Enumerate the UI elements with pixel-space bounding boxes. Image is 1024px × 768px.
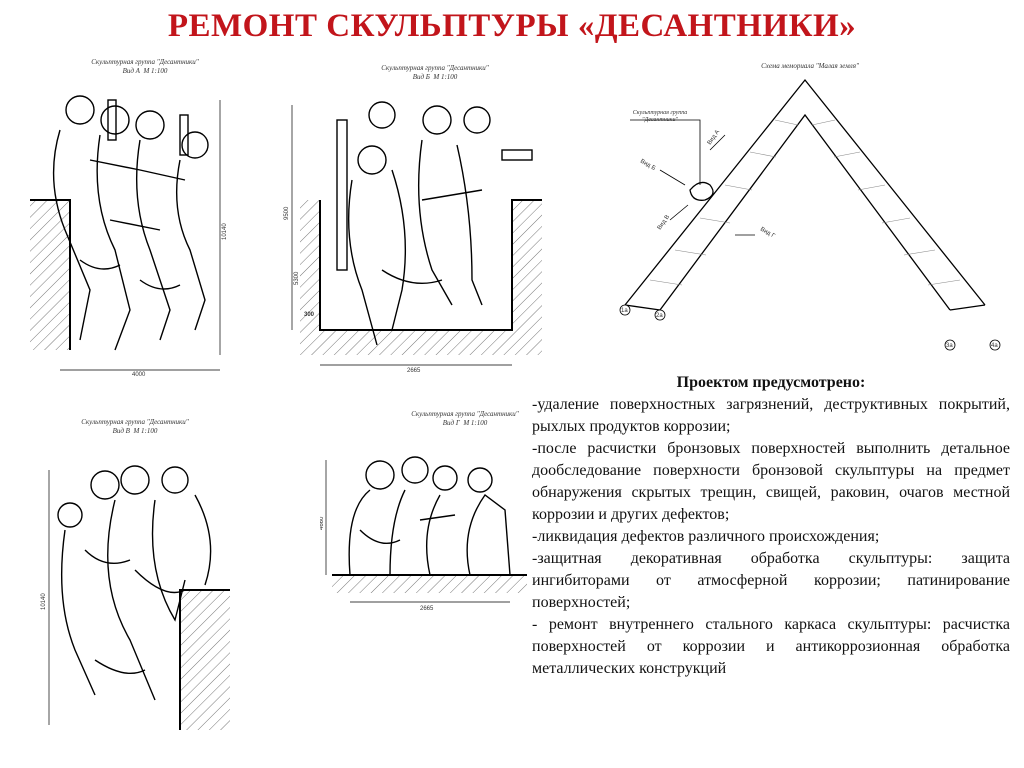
scheme-marker-3: 3а [946,343,953,349]
description-item: - ремонт внутреннего стального каркаса с… [532,616,1010,677]
view-v-caption: Скульптурная группа "Десантники" Вид В М… [81,418,189,435]
view-b-drawing: 9500 5300 300 2665 [282,90,572,375]
scheme-marker-1: 1а [621,308,628,314]
view-a-width-dim: 4000 [132,372,146,378]
scheme-view-label-b: Вид Б [639,159,656,172]
scheme-view-label-v: Вид В [657,214,671,231]
view-g-width-dim: 2665 [420,606,434,612]
view-b-width-dim: 2665 [407,368,421,374]
scheme-marker-4: 4а [991,343,998,349]
view-g-height-dim: 4660 [320,516,325,530]
scheme-view-label-a: Вид А [707,129,721,146]
view-a-height-dim: 10140 [222,223,228,240]
description-heading: Проектом предусмотрено: [676,374,866,391]
description-item: -после расчистки бронзовых поверхностей … [532,440,1010,523]
view-v-height-dim: 10140 [41,593,47,610]
view-b-height-low-dim: 300 [304,312,315,318]
scheme-marker-2: 2а [656,313,663,319]
description-item: -удаление поверхностных загрязнений, дес… [532,396,1010,435]
page-title: РЕМОНТ СКУЛЬПТУРЫ «ДЕСАНТНИКИ» [167,8,857,44]
scheme-caption: Схема мемориала "Малая земля" [761,62,859,70]
view-g-drawing: 4660 2665 [320,440,530,615]
view-b-height-mid-dim: 5300 [294,271,300,285]
description-item: -ликвидация дефектов различного происхож… [532,528,880,545]
view-g-caption: Скульптурная группа "Десантники" Вид Г М… [411,410,519,427]
description-list: -удаление поверхностных загрязнений, дес… [532,394,1010,680]
description-item: -защитная декоративная обработка скульпт… [532,550,1010,611]
view-a-caption: Скульптурная группа "Десантники" Вид А М… [91,58,199,75]
scheme-group-label: Скульптурная группа "Десантники" [632,110,688,123]
scheme-view-label-g: Вид Г [759,227,776,240]
view-v-drawing: 10140 [35,440,245,735]
project-description: Проектом предусмотрено: -удаление поверх… [532,374,1010,680]
view-a-drawing: 10140 4000 [20,80,250,380]
view-b-height-top-dim: 9500 [284,206,290,220]
scheme-drawing: Вид А Вид Б Вид В Вид Г 1а 2а 3а 4а [600,70,1015,360]
view-b-caption: Скульптурная группа "Десантники" Вид Б М… [381,64,489,81]
